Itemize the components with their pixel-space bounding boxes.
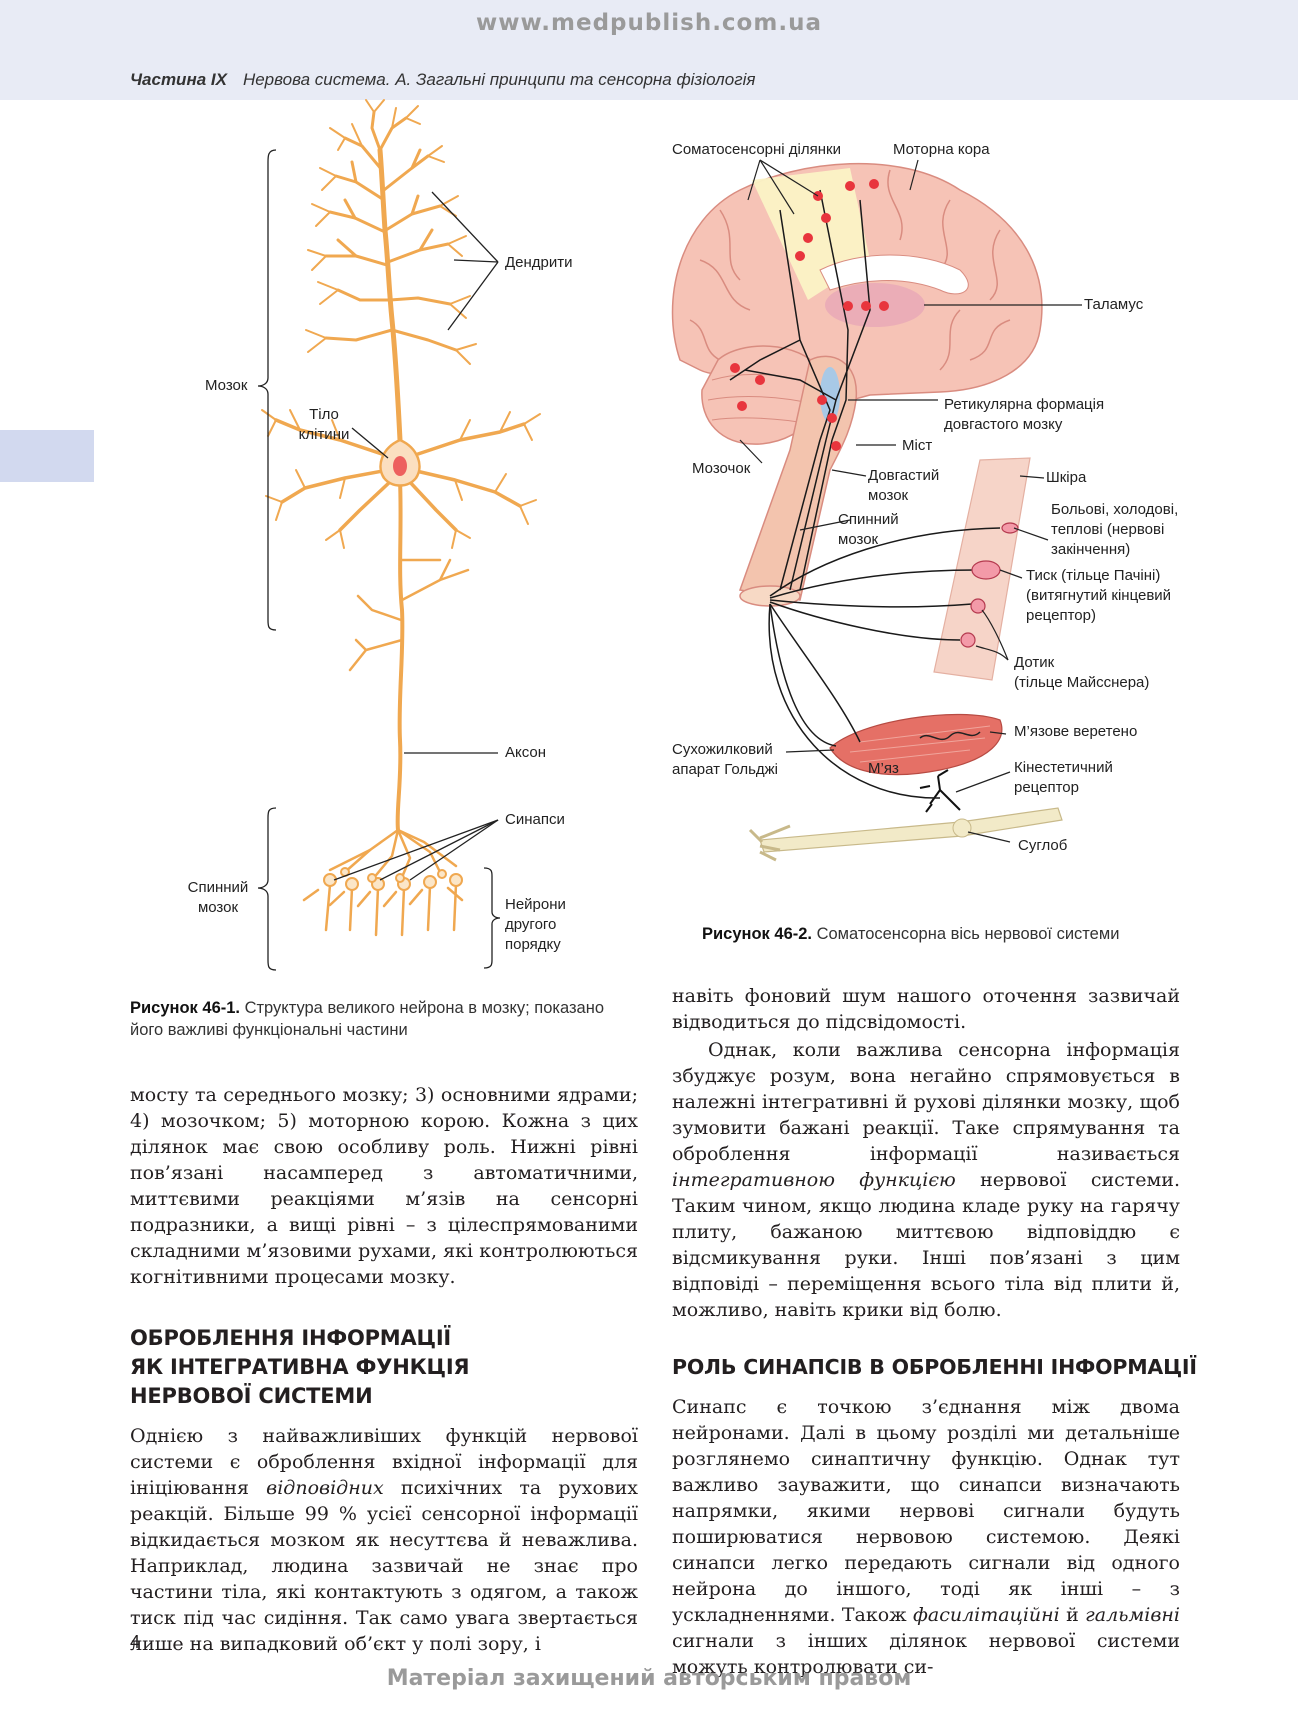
label-muscle-spindle: М’язове веретено (1014, 723, 1138, 740)
label-medulla: Довгастий мозок (868, 466, 939, 506)
left-section-heading: ОБРОБЛЕННЯ ІНФОРМАЦІЇ ЯК ІНТЕГРАТИВНА ФУ… (130, 1324, 638, 1411)
label-spinal2-line1: Спинний (838, 511, 899, 528)
label-spinal2-line2: мозок (838, 531, 879, 548)
left-heading-line3: НЕРВОВОЇ СИСТЕМИ (130, 1384, 373, 1408)
label-golgi-line1: Сухожилковий (672, 741, 773, 758)
label-reticular-line2: довгастого мозку (944, 416, 1063, 433)
label-cell-body-line1: Тіло (309, 406, 339, 423)
figure2-caption-text: Соматосенсорна вісь нервової системи (812, 925, 1120, 943)
right-p2-part2: нервової системи. Таким чином, якщо люди… (672, 1169, 1180, 1321)
label-dendrites: Дендрити (505, 254, 573, 271)
right-p3-mid: й (1059, 1604, 1086, 1626)
figure1-caption-text: Структура великого нейрона в мозку; пока… (130, 999, 605, 1039)
label-second-order-line2: другого (505, 916, 557, 933)
left-p2-emphasis: відповідних (266, 1477, 384, 1499)
right-paragraph-1: навіть фоновий шум нашого оточення зазви… (672, 985, 1180, 1033)
label-second-order-line1: Нейрони (505, 896, 566, 913)
right-paragraph-2: Однак, коли важлива сенсорна інформація … (672, 1037, 1180, 1323)
label-golgi-tendon: Сухожилковий апарат Гольджі (672, 740, 778, 780)
figure1-caption-number: Рисунок 46-1. (130, 999, 240, 1017)
right-p3-part2: сигнали з інших ділянок нервової системи… (672, 1630, 1180, 1678)
part-label: Частина IX (130, 70, 227, 89)
label-brain: Мозок (205, 377, 248, 394)
label-pain-receptors: Больові, холодові, теплові (нервові закі… (1051, 500, 1178, 560)
right-paragraph-3: Синапс є точкою з’єднання між двома нейр… (672, 1394, 1180, 1680)
label-cerebellum: Мозочок (692, 460, 751, 477)
label-pressure-pacinian: Тиск (тільце Пачіні) (витягнутий кінцеви… (1026, 566, 1171, 626)
left-p2-part2: психічних та рухових реакцій. Більше 99 … (130, 1477, 638, 1655)
label-reticular-formation: Ретикулярна формація довгастого мозку (944, 395, 1104, 435)
label-pain-line3: закінчення) (1051, 541, 1131, 558)
label-motor-cortex: Моторна кора (893, 141, 990, 158)
label-second-order-neurons: Нейрони другого порядку (505, 895, 566, 955)
right-p2-part1: Однак, коли важлива сенсорна інформація … (672, 1039, 1180, 1165)
label-cell-body: Тіло клітини (292, 405, 356, 445)
side-tab-marker (0, 430, 94, 482)
label-spinal-cord-line1: Спинний (187, 879, 249, 896)
label-synapses: Синапси (505, 811, 565, 828)
label-pain-line1: Больові, холодові, (1051, 501, 1179, 518)
right-p3-emphasis-2: гальмівні (1085, 1604, 1180, 1626)
label-joint: Суглоб (1018, 837, 1068, 854)
label-medulla-line2: мозок (868, 487, 909, 504)
label-touch-line2: (тільце Майсснера) (1014, 674, 1150, 691)
site-url: www.medpublish.com.ua (476, 10, 822, 36)
label-pain-line2: теплові (нервові (1051, 521, 1165, 538)
label-kinesthetic-receptor: Кінестетичний рецептор (1014, 758, 1113, 798)
right-section-heading: РОЛЬ СИНАПСІВ В ОБРОБЛЕННІ ІНФОРМАЦІЇ (672, 1355, 1197, 1379)
figure2-caption: Рисунок 46-2. Соматосенсорна вісь нервов… (702, 923, 1262, 945)
label-touch-line1: Дотик (1014, 654, 1055, 671)
label-cell-body-line2: клітини (298, 426, 350, 443)
figure1-caption: Рисунок 46-1. Структура великого нейрона… (130, 997, 640, 1041)
page-number: 4 (130, 1632, 141, 1652)
left-heading-line2: ЯК ІНТЕГРАТИВНА ФУНКЦІЯ (130, 1355, 470, 1379)
label-axon: Аксон (505, 744, 547, 761)
label-pressure-line1: Тиск (тільце Пачіні) (1026, 567, 1161, 584)
label-thalamus: Таламус (1084, 296, 1144, 313)
somatosensory-axis-illustration (671, 159, 1082, 862)
label-muscle: М’яз (868, 760, 899, 777)
label-spinal-cord: Спинний мозок (178, 878, 258, 918)
label-pressure-line3: рецептор) (1026, 607, 1096, 624)
label-kinesthetic-line2: рецептор (1014, 779, 1079, 796)
neuron-illustration (257, 99, 541, 971)
label-pons: Міст (902, 437, 933, 454)
label-reticular-line1: Ретикулярна формація (944, 396, 1105, 413)
figure2-caption-number: Рисунок 46-2. (702, 925, 812, 943)
label-skin: Шкіра (1046, 469, 1087, 486)
label-second-order-line3: порядку (505, 936, 561, 953)
label-somatosensory-areas: Соматосенсорні ділянки (672, 141, 841, 158)
label-spinal-cord-2: Спинний мозок (838, 510, 899, 550)
label-medulla-line1: Довгастий (868, 467, 940, 484)
left-paragraph-1: мосту та середнього мозку; 3) основними … (130, 1084, 638, 1288)
left-heading-line1: ОБРОБЛЕННЯ ІНФОРМАЦІЇ (130, 1326, 452, 1350)
label-golgi-line2: апарат Гольджі (672, 761, 779, 778)
copyright-footer: Матеріал захищений авторським правом (386, 1666, 912, 1691)
running-head: Частина IX Нервова система. А. Загальні п… (130, 70, 755, 90)
right-p3-part1: Синапс є точкою з’єднання між двома нейр… (672, 1396, 1180, 1626)
left-column: мосту та середнього мозку; 3) основними … (130, 1082, 638, 1657)
label-touch-meissner: Дотик (тільце Майсснера) (1014, 653, 1149, 693)
right-p3-emphasis-1: фасилітаційні (913, 1604, 1060, 1626)
left-p2-part1: Однією з найважливіших функцій нервової … (130, 1425, 638, 1499)
label-spinal-cord-line2: мозок (197, 899, 239, 916)
right-p2-emphasis: інтегративною функцією (672, 1169, 956, 1191)
right-column: навіть фоновий шум нашого оточення зазви… (672, 983, 1197, 1680)
label-pressure-line2: (витягнутий кінцевий (1026, 587, 1172, 604)
left-paragraph-2: Однією з найважливіших функцій нервової … (130, 1423, 638, 1657)
section-title: Нервова система. А. Загальні принципи та… (242, 70, 756, 89)
label-kinesthetic-line1: Кінестетичний (1014, 759, 1113, 776)
header-band (0, 0, 1298, 100)
